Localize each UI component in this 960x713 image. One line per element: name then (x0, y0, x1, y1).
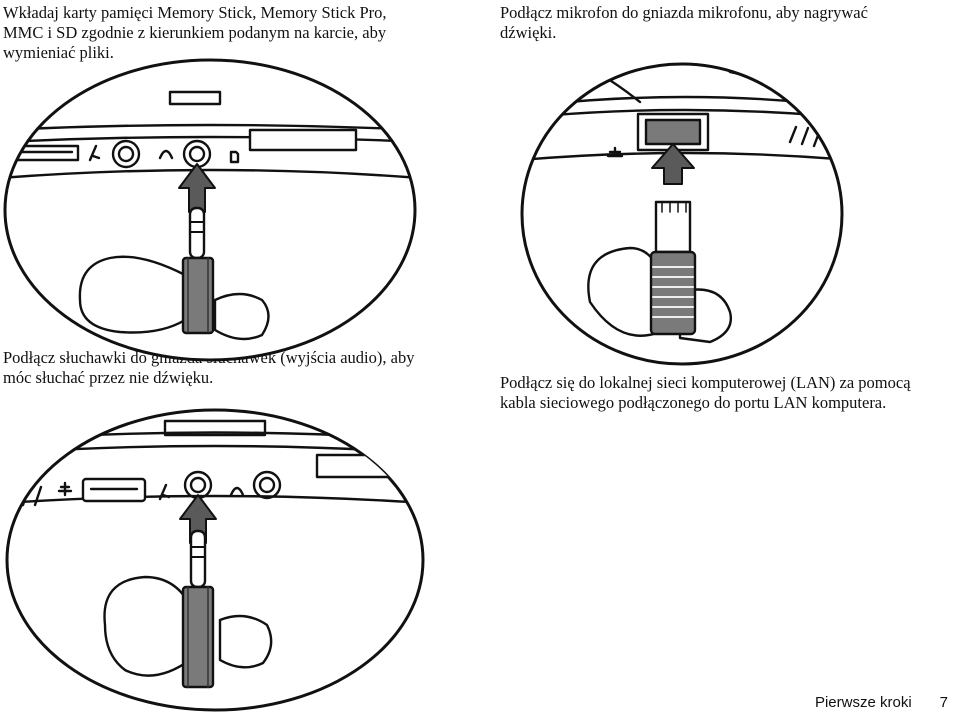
lan-cable (587, 200, 732, 344)
section-title: Pierwsze kroki (814, 694, 912, 711)
caption-memory-card: Wkładaj karty pamięci Memory Stick, Memo… (3, 3, 387, 62)
usb-icon (57, 481, 73, 497)
mic-icon (158, 483, 171, 501)
headphone-icon (229, 486, 245, 497)
mic-icon (88, 144, 101, 162)
illustration-microphone-jack (5, 408, 425, 712)
caption-microphone: Podłącz mikrofon do gniazda mikrofonu, a… (500, 3, 868, 42)
illustration-headphone-jack (3, 58, 417, 362)
audio-plug (78, 206, 270, 341)
arrow-up-icon (651, 143, 695, 185)
card-slot-icon (229, 150, 240, 164)
page-number: 7 (939, 694, 948, 711)
headphone-icon (158, 149, 174, 160)
audio-plug (103, 529, 273, 689)
illustration-lan-port (520, 62, 844, 366)
lan-icon (606, 146, 624, 158)
caption-lan: Podłącz się do lokalnej sieci komputerow… (500, 373, 911, 412)
page-footer: Pierwsze kroki 7 (815, 694, 948, 711)
